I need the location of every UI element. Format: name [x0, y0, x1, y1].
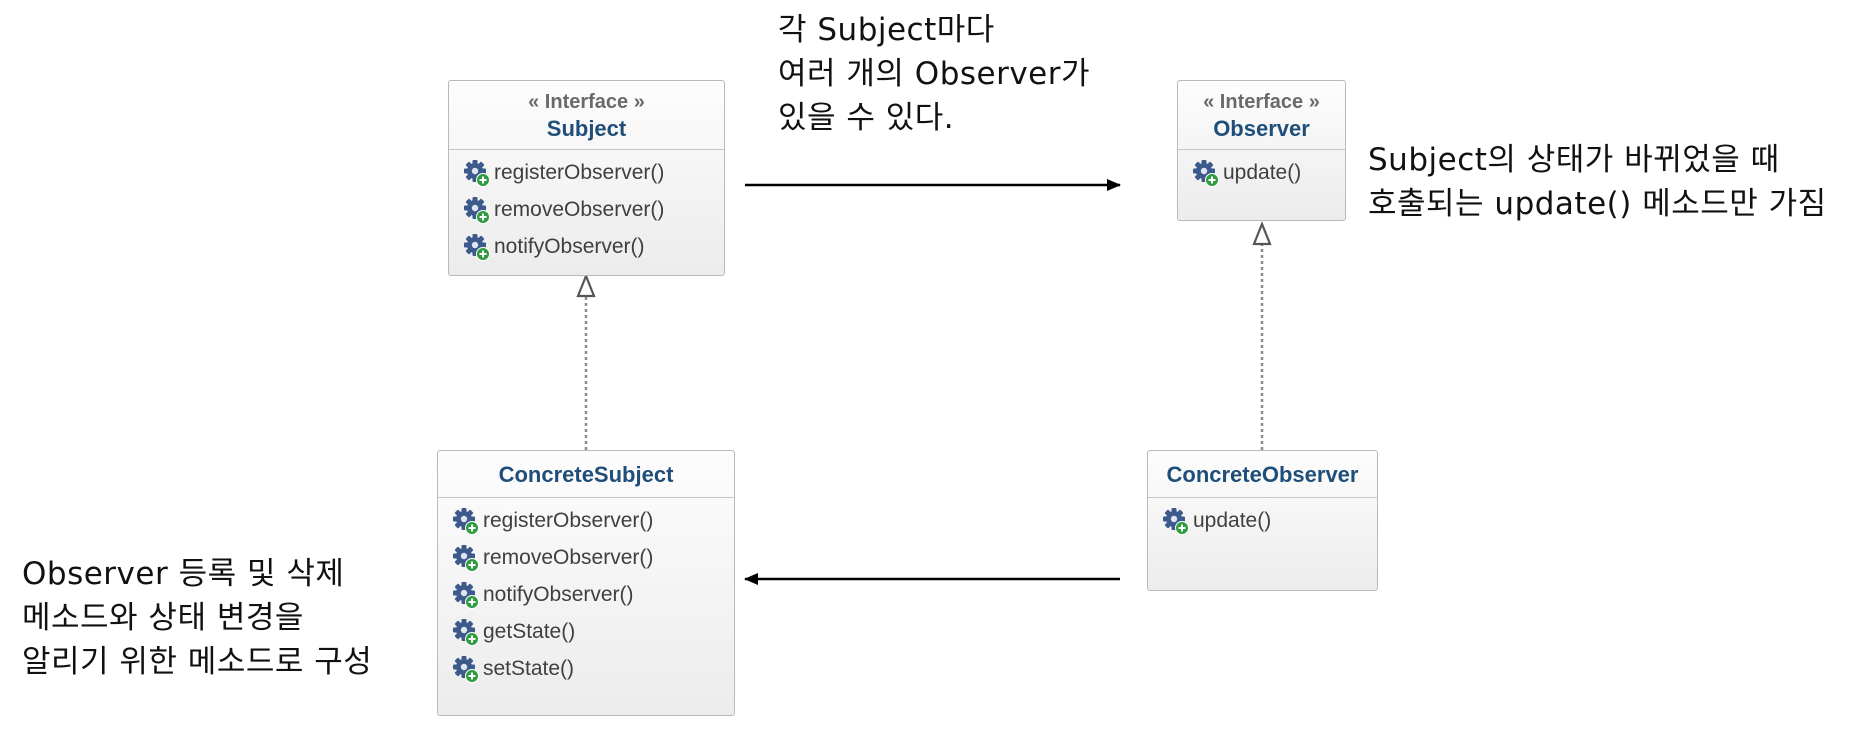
note-line: 각 Subject마다: [778, 12, 995, 48]
note-subject-observers: 각 Subject마다 여러 개의 Observer가 있을 수 있다.: [778, 8, 1090, 140]
gear-with-plus-icon: [453, 544, 479, 572]
method-row[interactable]: notifyObserver(): [449, 228, 724, 265]
gear-with-plus-icon: [453, 507, 479, 535]
method-label: getState(): [483, 619, 576, 643]
method-row[interactable]: update(): [1148, 502, 1377, 539]
note-line: 호출되는 update() 메소드만 가짐: [1368, 186, 1827, 222]
method-label: notifyObserver(): [494, 234, 645, 258]
method-list: registerObserver() removeObserver() noti…: [438, 498, 734, 687]
gear-with-plus-icon: [1193, 159, 1219, 187]
method-label: registerObserver(): [483, 508, 654, 532]
method-row[interactable]: removeObserver(): [438, 539, 734, 576]
method-label: update(): [1223, 160, 1302, 184]
method-label: notifyObserver(): [483, 582, 634, 606]
gear-with-plus-icon: [464, 233, 490, 261]
method-list: registerObserver() removeObserver() noti…: [449, 150, 724, 265]
class-box-concretesubject[interactable]: ConcreteSubject registerObserver() remov…: [437, 450, 735, 716]
method-label: registerObserver(): [494, 160, 665, 184]
method-row[interactable]: registerObserver(): [438, 502, 734, 539]
method-list: update(): [1178, 150, 1345, 191]
method-row[interactable]: update(): [1178, 154, 1345, 191]
method-row[interactable]: getState(): [438, 613, 734, 650]
class-box-observer[interactable]: « Interface » Observer update(): [1177, 80, 1346, 221]
class-name: Subject: [546, 116, 627, 141]
note-line: 있을 수 있다.: [778, 100, 955, 136]
method-list: update(): [1148, 498, 1377, 539]
note-line: Observer 등록 및 삭제: [22, 556, 345, 592]
realization-concreteobserver-to-observer: [1252, 221, 1272, 450]
class-header-concreteobserver: ConcreteObserver: [1148, 451, 1377, 498]
method-row[interactable]: registerObserver(): [449, 154, 724, 191]
note-line: 알리기 위한 메소드로 구성: [22, 644, 373, 680]
method-label: setState(): [483, 656, 575, 680]
note-line: 여러 개의 Observer가: [778, 56, 1091, 92]
method-row[interactable]: notifyObserver(): [438, 576, 734, 613]
class-header-observer: « Interface » Observer: [1178, 81, 1345, 150]
class-header-subject: « Interface » Subject: [449, 81, 724, 150]
gear-with-plus-icon: [453, 581, 479, 609]
class-box-concreteobserver[interactable]: ConcreteObserver update(): [1147, 450, 1378, 591]
gear-with-plus-icon: [1163, 507, 1189, 535]
method-row[interactable]: setState(): [438, 650, 734, 687]
class-name: ConcreteSubject: [498, 462, 674, 487]
note-concretesubject-methods: Observer 등록 및 삭제 메소드와 상태 변경을 알리기 위한 메소드로…: [22, 552, 372, 684]
method-label: removeObserver(): [494, 197, 665, 221]
class-name: ConcreteObserver: [1166, 462, 1359, 487]
note-line: 메소드와 상태 변경을: [22, 600, 304, 636]
realization-concretesubject-to-subject: [576, 273, 596, 450]
class-name: Observer: [1213, 116, 1310, 141]
stereotype-label: « Interface »: [528, 91, 645, 113]
stereotype-label: « Interface »: [1203, 91, 1320, 113]
gear-with-plus-icon: [453, 655, 479, 683]
class-box-subject[interactable]: « Interface » Subject registerObserver()…: [448, 80, 725, 276]
method-label: removeObserver(): [483, 545, 654, 569]
note-observer-update: Subject의 상태가 바뀌었을 때 호출되는 update() 메소드만 가…: [1368, 138, 1827, 226]
note-line: Subject의 상태가 바뀌었을 때: [1368, 142, 1780, 178]
method-label: update(): [1193, 508, 1272, 532]
method-row[interactable]: removeObserver(): [449, 191, 724, 228]
gear-with-plus-icon: [464, 159, 490, 187]
class-header-concretesubject: ConcreteSubject: [438, 451, 734, 498]
gear-with-plus-icon: [453, 618, 479, 646]
gear-with-plus-icon: [464, 196, 490, 224]
